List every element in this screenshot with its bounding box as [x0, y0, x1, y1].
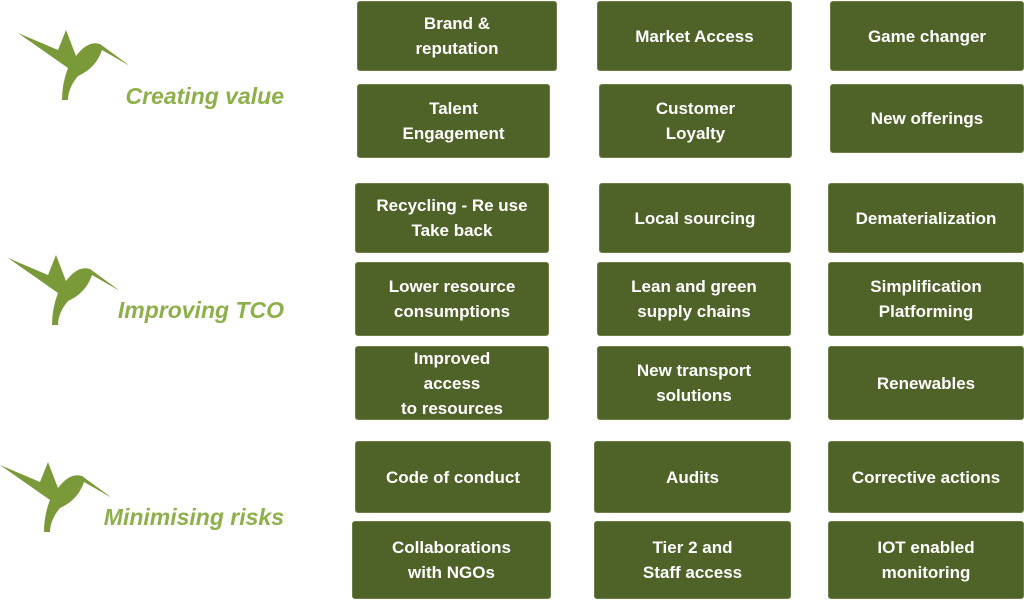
- box-customer-loyalty: Customer Loyalty: [599, 84, 792, 158]
- box-new-offerings: New offerings: [830, 84, 1024, 153]
- box-code-of-conduct: Code of conduct: [355, 441, 551, 513]
- box-market-access: Market Access: [597, 1, 792, 71]
- box-tier2-staff: Tier 2 and Staff access: [594, 521, 791, 599]
- box-brand-reputation: Brand & reputation: [357, 1, 557, 71]
- box-iot-monitoring: IOT enabled monitoring: [828, 521, 1024, 599]
- box-dematerialization: Dematerialization: [828, 183, 1024, 253]
- box-local-sourcing: Local sourcing: [599, 183, 791, 253]
- box-improved-access: Improved access to resources: [355, 346, 549, 420]
- box-talent-engagement: Talent Engagement: [357, 84, 550, 158]
- box-collaborations-ngos: Collaborations with NGOs: [352, 521, 551, 599]
- category-improving-tco: Improving TCO: [117, 297, 284, 323]
- box-lean-green: Lean and green supply chains: [597, 262, 791, 336]
- box-corrective-actions: Corrective actions: [828, 441, 1024, 513]
- box-game-changer: Game changer: [830, 1, 1024, 71]
- hummingbird-icon: [0, 462, 110, 532]
- hummingbird-icon: [8, 255, 118, 325]
- box-new-transport: New transport solutions: [597, 346, 791, 420]
- box-recycling: Recycling - Re use Take back: [355, 183, 549, 253]
- box-simplification: Simplification Platforming: [828, 262, 1024, 336]
- box-audits: Audits: [594, 441, 791, 513]
- box-lower-resource: Lower resource consumptions: [355, 262, 549, 336]
- hummingbird-icon: [18, 30, 128, 100]
- category-creating-value: Creating value: [125, 83, 285, 109]
- category-minimising-risks: Minimising risks: [103, 504, 284, 530]
- box-renewables: Renewables: [828, 346, 1024, 420]
